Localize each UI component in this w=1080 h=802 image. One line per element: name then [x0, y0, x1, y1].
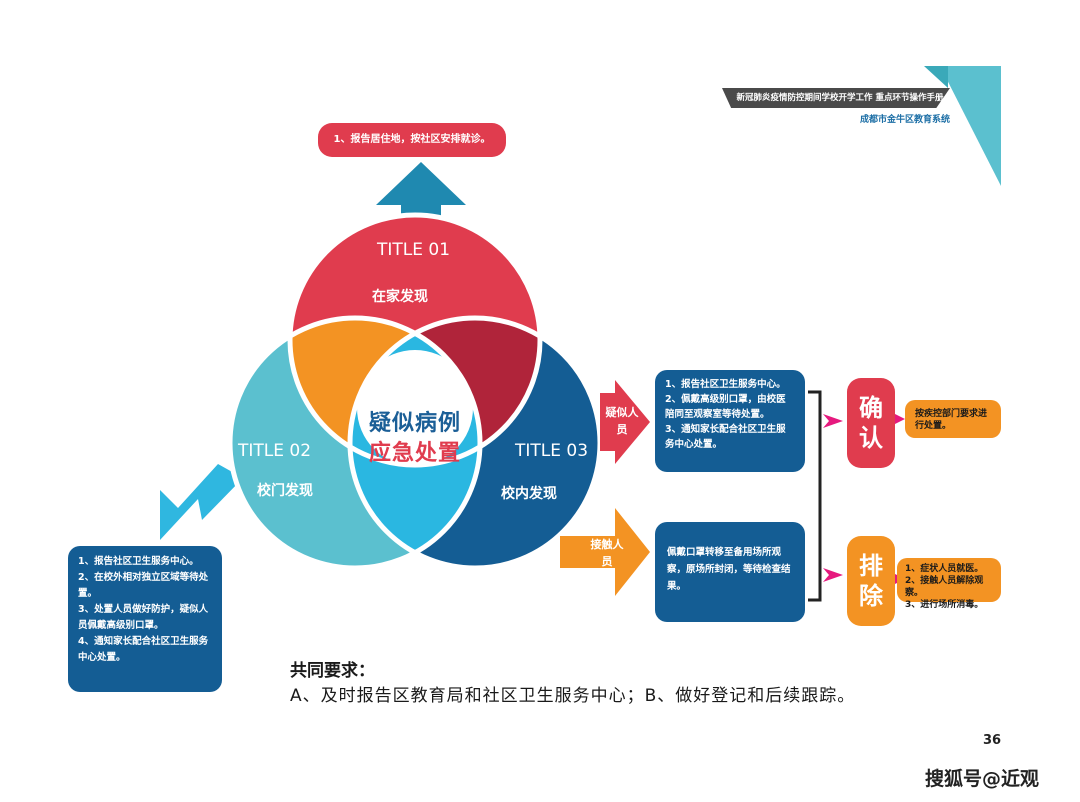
confirm-result: 按疾控部门要求进行处置。	[905, 400, 1001, 438]
arrow-down-left-icon	[160, 464, 243, 540]
center-disc	[357, 350, 473, 466]
center-title-1: 疑似病例	[368, 411, 461, 436]
center-title-2: 应急处置	[368, 441, 461, 466]
pointer-exclude	[823, 568, 843, 582]
header-title: 新冠肺炎疫情防控期间学校开学工作 重点环节操作手册	[736, 93, 944, 103]
title-02: TITLE 02	[238, 441, 312, 461]
pointer-confirm-result	[893, 413, 905, 425]
corner-triangle-large	[940, 66, 1001, 186]
exclude-result: 1、症状人员就医。 2、接触人员解除观察。 3、进行场所消毒。	[897, 558, 1001, 610]
arrow-right-contact	[560, 508, 650, 596]
exclude-tag-text: 排除	[859, 552, 883, 610]
title-01: TITLE 01	[377, 240, 451, 260]
confirm-tag: 确认	[847, 378, 895, 468]
header-bar	[722, 88, 950, 108]
watermark: 搜狐号@近观	[925, 768, 1040, 790]
exclude-tag: 排除	[847, 536, 895, 626]
arrow-up-icon	[376, 162, 466, 248]
home-action-pill: 1、报告居住地，按社区安排就诊。	[318, 123, 506, 157]
corner-triangle-small	[924, 66, 948, 88]
gate-action-box: 1、报告社区卫生服务中心。 2、在校外相对独立区域等待处置。 3、处置人员做好防…	[68, 546, 222, 692]
suspect-label: 疑似人员	[605, 406, 639, 436]
common-text: A、及时报告区教育局和社区卫生服务中心；B、做好登记和后续跟踪。	[290, 686, 856, 706]
label-home: 在家发现	[372, 289, 428, 305]
common-heading: 共同要求：	[290, 661, 375, 681]
arrow-right-suspect	[600, 380, 650, 464]
page-number: 36	[983, 733, 1002, 748]
header-subtitle: 成都市金牛区教育系统	[859, 115, 950, 125]
home-action-text: 1、报告居住地，按社区安排就诊。	[333, 134, 491, 145]
bracket	[808, 390, 822, 602]
label-campus: 校内发现	[501, 486, 557, 502]
label-gate: 校门发现	[257, 483, 313, 499]
confirm-tag-text: 确认	[859, 394, 883, 452]
title-03: TITLE 03	[515, 441, 589, 461]
contact-label: 接触人员	[590, 538, 624, 568]
suspect-action-box: 1、报告社区卫生服务中心。 2、佩戴高级别口罩，由校医陪同至观察室等待处置。 3…	[655, 370, 805, 472]
pointer-confirm	[823, 414, 843, 428]
contact-action-box: 佩戴口罩转移至备用场所观察，原场所封闭，等待检查结果。	[655, 522, 805, 622]
